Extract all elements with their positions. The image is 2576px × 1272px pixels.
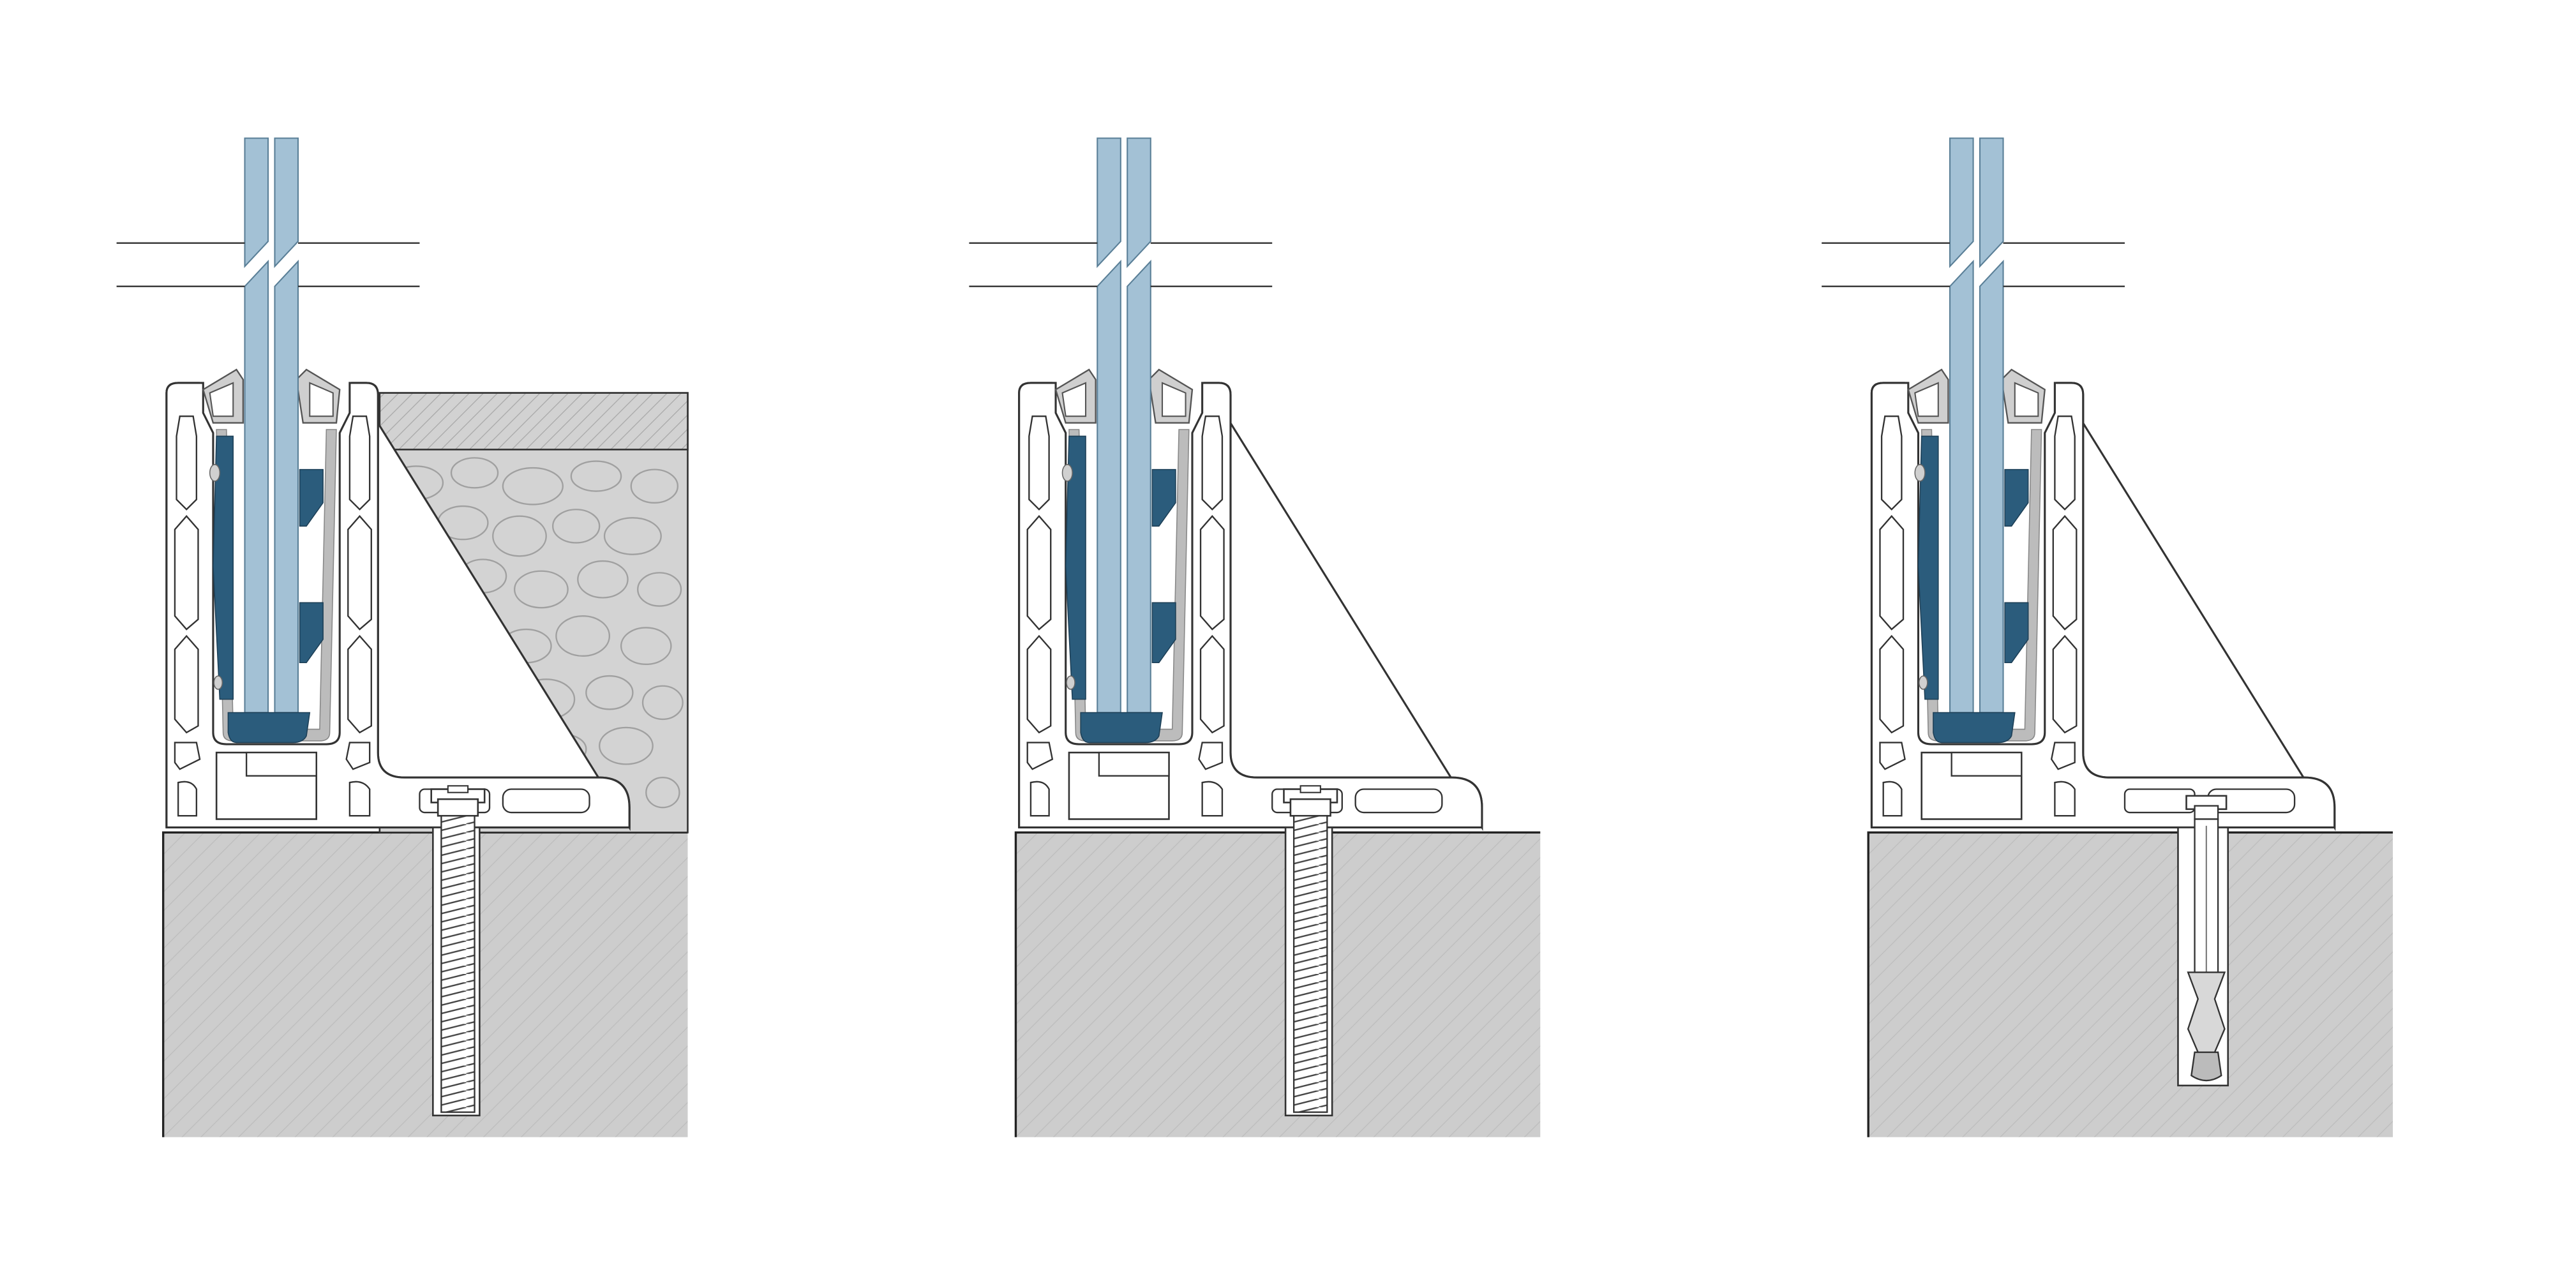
panel-resin-anchor <box>968 137 1541 1137</box>
panel-expansion-anchor <box>1820 137 2393 1137</box>
expansion-bolt-anchor <box>2177 795 2229 1087</box>
threaded-rod-anchor <box>1283 784 1338 1117</box>
concrete-slab <box>1015 832 1541 1137</box>
threaded-rod-anchor <box>430 784 486 1117</box>
base-profile-with-glass <box>968 137 1483 829</box>
concrete-slab <box>163 832 688 1137</box>
panel-resin-anchor-with-cladding <box>116 137 689 1137</box>
base-profile-with-glass <box>1820 137 2336 829</box>
concrete-slab <box>1868 832 2393 1137</box>
